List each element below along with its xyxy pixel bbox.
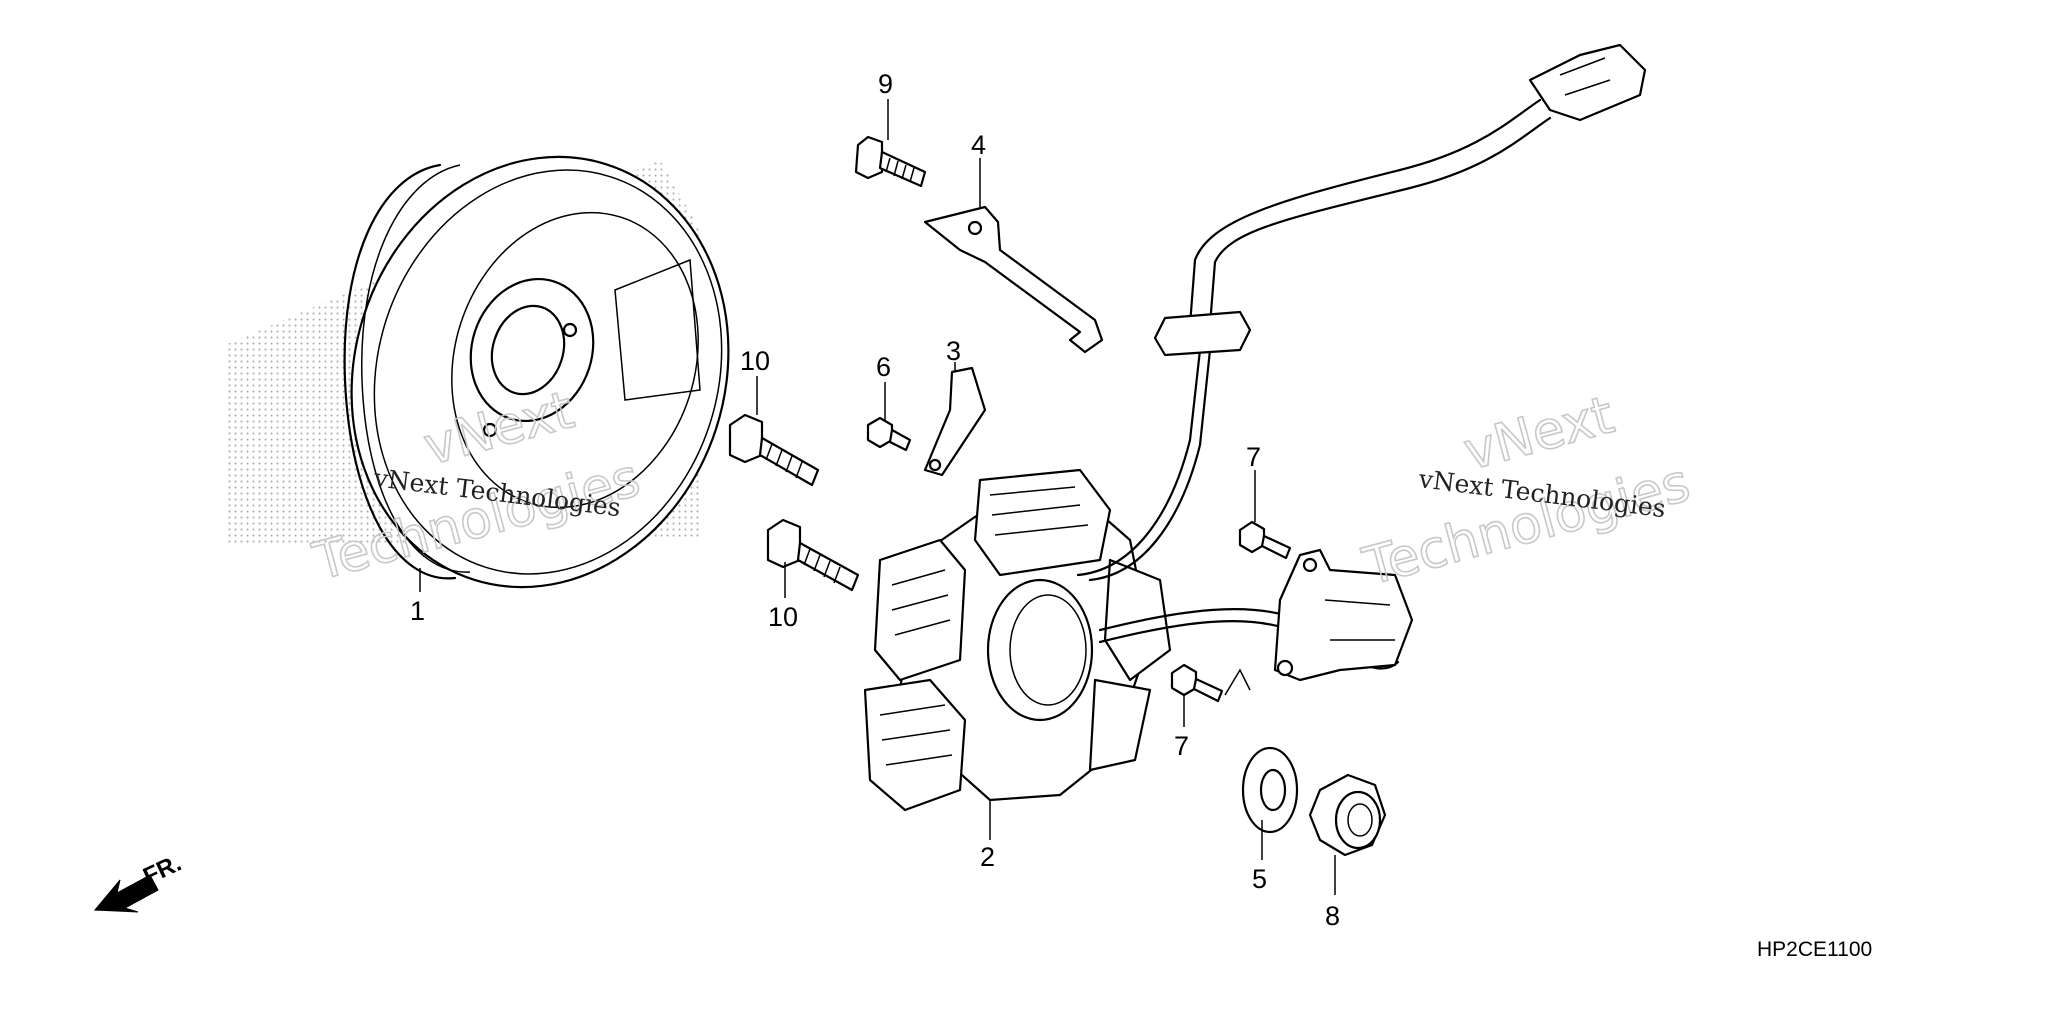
watermark-right: vNext Technologies vNext Technologies xyxy=(1356,384,1697,598)
bolt-part-10-lower xyxy=(766,518,860,592)
callout-10-lower: 10 xyxy=(768,602,798,632)
callout-labels: 1 2 3 4 5 6 7 7 8 9 10 10 xyxy=(410,69,1340,931)
callout-7-upper: 7 xyxy=(1246,442,1261,472)
bolt-part-10-upper xyxy=(728,413,820,487)
washer-part-5 xyxy=(1241,746,1299,834)
callout-7-lower: 7 xyxy=(1174,731,1189,761)
front-direction-arrow: FR. xyxy=(93,850,186,913)
leader-lines xyxy=(419,99,1336,895)
callout-5: 5 xyxy=(1252,864,1267,894)
watermark-right-line1: vNext xyxy=(1458,385,1620,482)
bracket-part-4 xyxy=(923,205,1104,354)
callout-4: 4 xyxy=(971,130,986,160)
bolt-part-7-upper xyxy=(1238,520,1292,560)
clip-part-3 xyxy=(923,366,987,477)
nut-part-8 xyxy=(1308,773,1387,857)
callout-1: 1 xyxy=(410,596,425,626)
bolt-part-9 xyxy=(854,135,927,188)
watermark-right-line2: Technologies xyxy=(1357,453,1696,598)
flywheel-part xyxy=(225,155,730,589)
callout-8: 8 xyxy=(1325,901,1340,931)
pulser-sensor xyxy=(1273,548,1414,682)
bolt-part-7-lower xyxy=(1170,663,1251,703)
callout-3: 3 xyxy=(946,336,961,366)
stator-part xyxy=(863,468,1172,812)
callout-6: 6 xyxy=(876,352,891,382)
callout-10-upper: 10 xyxy=(740,346,770,376)
screw-part-6 xyxy=(866,416,912,452)
callout-9: 9 xyxy=(878,69,893,99)
callout-2: 2 xyxy=(980,842,995,872)
drawing-code: HP2CE1100 xyxy=(1757,938,1872,961)
